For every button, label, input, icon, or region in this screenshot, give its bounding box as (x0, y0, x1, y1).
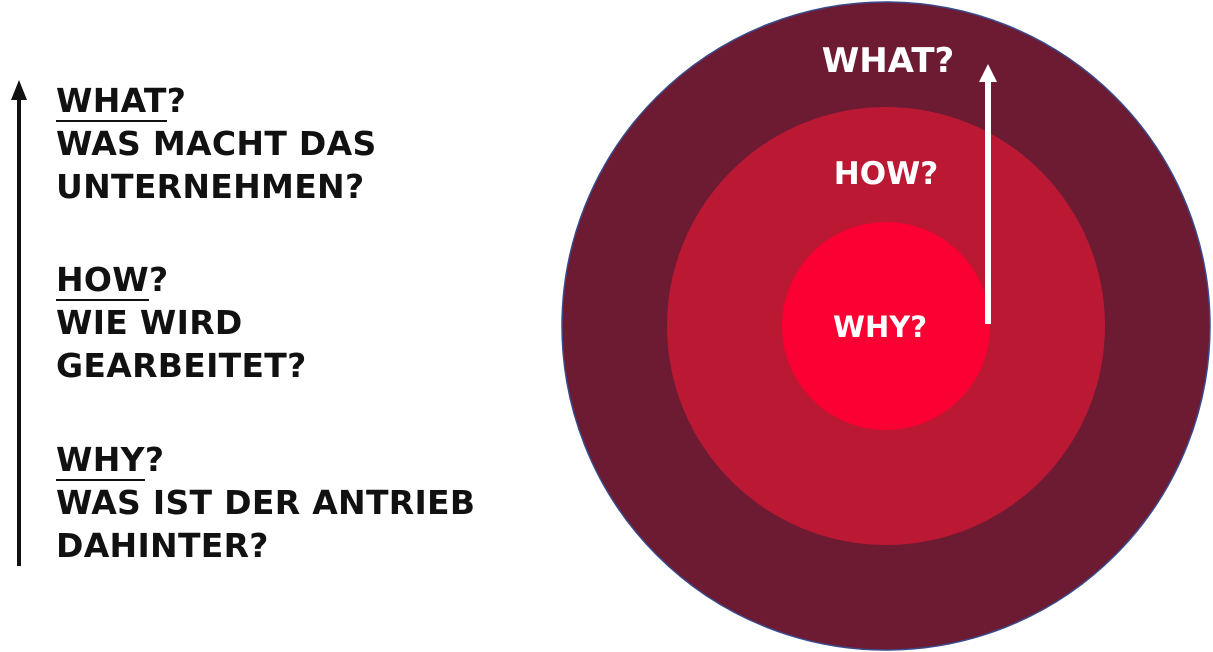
how-heading-word: HOW (56, 260, 149, 301)
what-heading-word: WHAT (56, 81, 167, 122)
what-section: WHAT? WAS MACHT DAS UNTERNEHMEN? (56, 79, 377, 208)
what-line-1: WAS MACHT DAS (56, 124, 377, 163)
golden-circle-svg: WHAT? HOW? WHY? (561, 1, 1211, 651)
how-line-1: WIE WIRD (56, 303, 243, 342)
white-up-arrow (979, 64, 997, 324)
inner-circle-why (782, 222, 990, 430)
outer-label-what: WHAT? (822, 41, 955, 81)
why-heading: WHY? (56, 438, 475, 481)
how-heading: HOW? (56, 258, 307, 301)
why-section: WHY? WAS IST DER ANTRIEB DAHINTER? (56, 438, 475, 567)
left-panel: WHAT? WAS MACHT DAS UNTERNEHMEN? HOW? WI… (0, 0, 540, 652)
why-heading-suffix: ? (144, 440, 165, 479)
how-line-2: GEARBEITET? (56, 346, 307, 385)
why-line-2: DAHINTER? (56, 526, 269, 565)
middle-label-how: HOW? (834, 156, 938, 192)
vertical-up-arrow (11, 80, 27, 566)
how-section: HOW? WIE WIRD GEARBEITET? (56, 258, 307, 387)
golden-circle-diagram: WHAT? HOW? WHY? (560, 0, 1213, 652)
what-heading-suffix: ? (166, 81, 187, 120)
what-line-2: UNTERNEHMEN? (56, 167, 365, 206)
what-heading: WHAT? (56, 79, 377, 122)
inner-label-why: WHY? (833, 310, 927, 344)
how-heading-suffix: ? (148, 260, 169, 299)
why-line-1: WAS IST DER ANTRIEB (56, 483, 476, 522)
why-heading-word: WHY (56, 440, 145, 481)
